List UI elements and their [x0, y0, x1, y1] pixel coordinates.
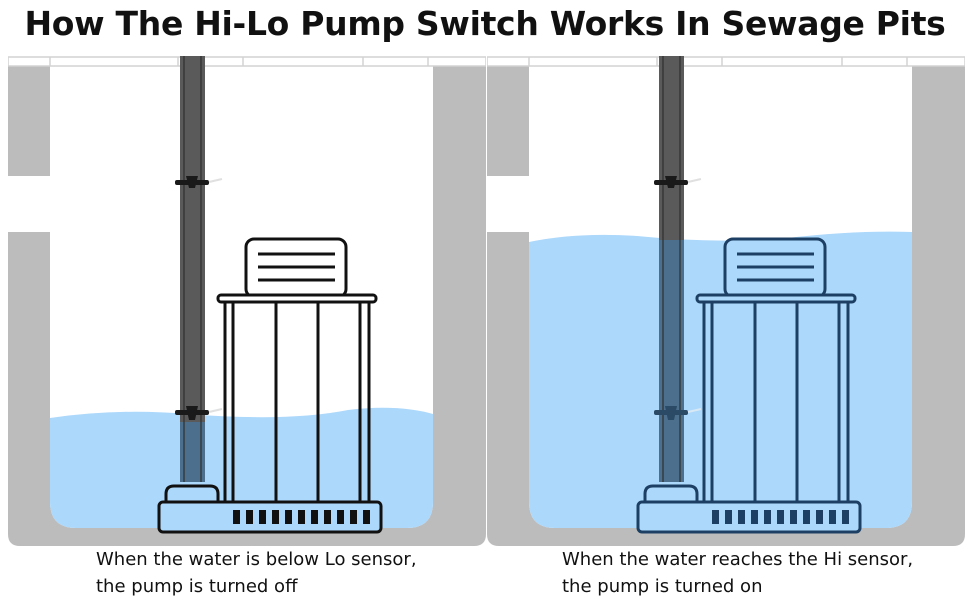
caption-line: When the water reaches the Hi sensor,: [562, 549, 914, 570]
ground-joints: [8, 56, 486, 67]
caption-line: the pump is turned on: [562, 576, 763, 597]
pump-intake-slots: [712, 510, 849, 524]
sump-pump: [157, 237, 383, 534]
caption-line: When the water is below Lo sensor,: [96, 549, 417, 570]
diagram-panel-pump-on: [487, 52, 965, 546]
pump-outlet: [164, 484, 220, 502]
ground-joints: [487, 56, 965, 67]
pump-outlet: [643, 484, 699, 502]
hi-sensor-icon: [175, 176, 223, 188]
caption-line: the pump is turned off: [96, 576, 298, 597]
pump-top-plate: [695, 293, 857, 304]
inlet-opening: [487, 176, 531, 232]
lo-sensor-icon: [654, 406, 702, 420]
page-title: How The Hi-Lo Pump Switch Works In Sewag…: [24, 4, 946, 43]
pump-base: [157, 500, 383, 534]
sump-pump: [636, 237, 862, 534]
hi-sensor-icon: [654, 176, 702, 188]
pit-diagram-low-water: [8, 52, 486, 546]
inlet-opening: [8, 176, 52, 232]
diagram-panel-pump-off: [8, 52, 486, 546]
pit-diagram-high-water: [487, 52, 965, 546]
pump-top-plate: [216, 293, 378, 304]
caption-pump-on: When the water reaches the Hi sensor, th…: [562, 546, 913, 600]
caption-pump-off: When the water is below Lo sensor, the p…: [96, 546, 417, 600]
lo-sensor-icon: [175, 406, 223, 420]
water-body: [529, 231, 912, 528]
pump-base: [636, 500, 862, 534]
pump-intake-slots: [233, 510, 370, 524]
